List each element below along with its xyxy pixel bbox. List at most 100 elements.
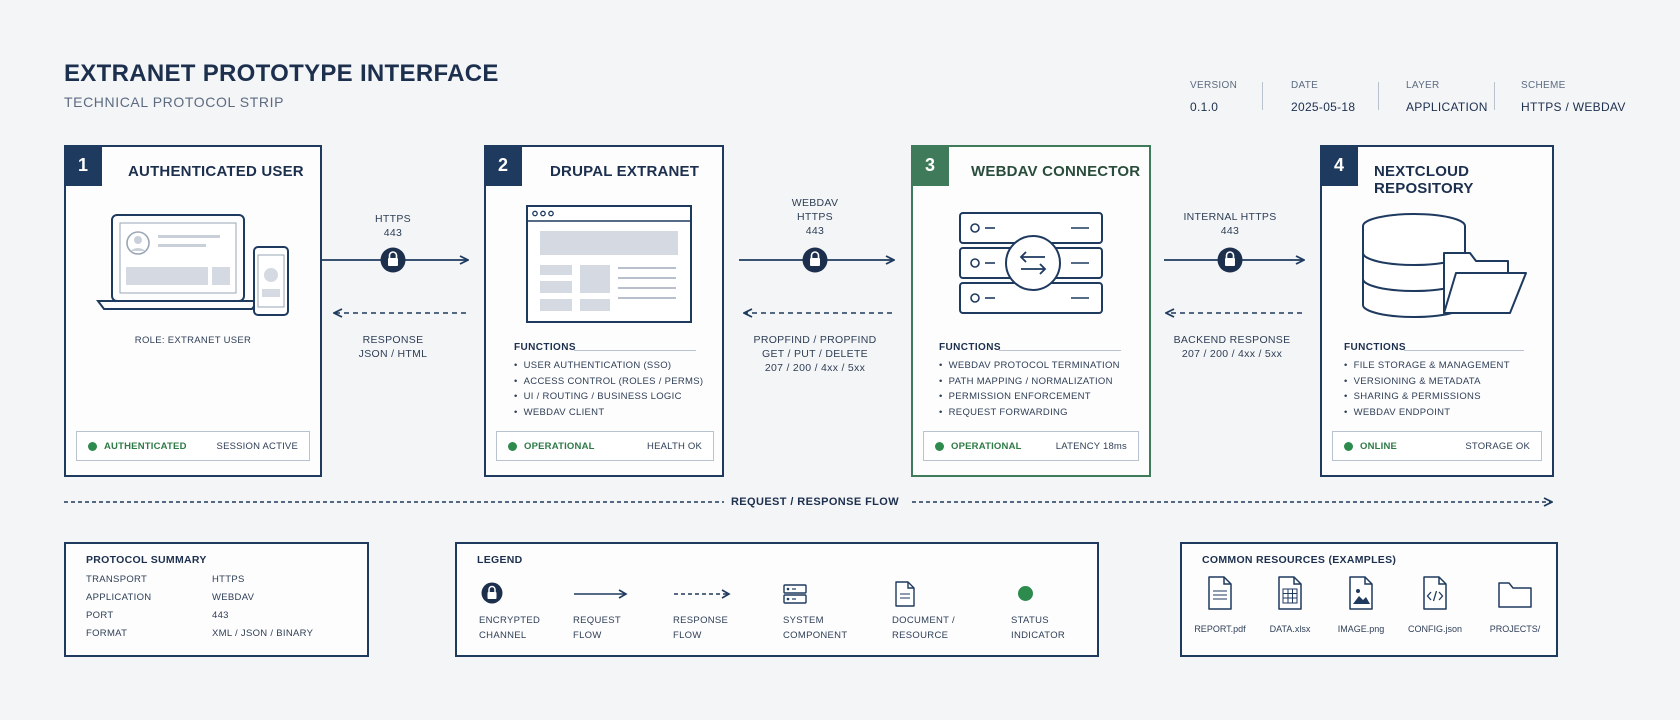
resource-label: REPORT.pdf (1194, 624, 1246, 634)
functions-list: FILE STORAGE & MANAGEMENT VERSIONING & M… (1344, 358, 1510, 420)
flow-label: REQUEST / RESPONSE FLOW (730, 496, 900, 508)
common-resources-panel: COMMON RESOURCES (EXAMPLES) REPORT.pdf D… (1180, 542, 1558, 657)
meta-divider (1378, 82, 1379, 110)
meta-version: VERSION 0.1.0 (1190, 80, 1238, 114)
panel-heading: PROTOCOL SUMMARY (86, 554, 207, 566)
card-authenticated-user: 1 AUTHENTICATED USER ROLE: EXTRANET USER… (64, 145, 322, 477)
card-title: DRUPAL EXTRANET (550, 163, 700, 180)
protocol-summary-panel: PROTOCOL SUMMARY TRANSPORT HTTPS APPLICA… (64, 542, 369, 657)
pdf-file-icon (1208, 576, 1232, 610)
connector-2-response-label: PROPFIND / PROPFIND GET / PUT / DELETE 2… (753, 334, 877, 374)
status-badge: AUTHENTICATED SESSION ACTIVE (76, 431, 310, 461)
list-item: FILE STORAGE & MANAGEMENT (1344, 358, 1510, 374)
browser-window-icon (526, 205, 692, 323)
card-nextcloud-repository: 4 NEXTCLOUD REPOSITORY FUNCTIONS FILE ST… (1320, 145, 1554, 477)
status-badge: OPERATIONAL HEALTH OK (496, 431, 714, 461)
summary-key: TRANSPORT (86, 574, 148, 585)
list-item: PERMISSION ENFORCEMENT (939, 389, 1120, 405)
functions-list: USER AUTHENTICATION (SSO) ACCESS CONTROL… (514, 358, 703, 420)
list-item: WEBDAV CLIENT (514, 405, 703, 421)
summary-value: XML / JSON / BINARY (212, 628, 314, 639)
card-title: NEXTCLOUD REPOSITORY (1374, 163, 1474, 197)
connector-3-request-label: INTERNAL HTTPS 443 (1183, 211, 1277, 237)
lock-icon (380, 247, 406, 273)
solid-arrow-icon (574, 589, 628, 599)
meta-divider (1262, 82, 1263, 110)
divider (574, 350, 696, 351)
connector-1-response-label: RESPONSE JSON / HTML (358, 334, 428, 360)
meta-layer: LAYER APPLICATION (1406, 80, 1488, 114)
list-item: ACCESS CONTROL (ROLES / PERMS) (514, 374, 703, 390)
card-drupal-extranet: 2 DRUPAL EXTRANET FUNCTIONS USER AUTHENT… (484, 145, 724, 477)
lock-icon (1217, 247, 1243, 273)
summary-key: FORMAT (86, 628, 128, 639)
database-folder-icon (1362, 213, 1527, 318)
status-dot-icon (935, 441, 944, 451)
card-webdav-connector: 3 WEBDAV CONNECTOR FUNCTIONS WEBDAV PROT… (911, 145, 1151, 477)
connector-1-request-label: HTTPS 443 (375, 213, 411, 239)
meta-divider (1494, 82, 1495, 110)
legend-label-document-resource: DOCUMENT /RESOURCE (892, 615, 955, 641)
resource-label: PROJECTS/ (1489, 624, 1541, 634)
lock-icon (481, 582, 503, 604)
functions-heading: FUNCTIONS (514, 342, 576, 353)
list-item: USER AUTHENTICATION (SSO) (514, 358, 703, 374)
summary-key: PORT (86, 610, 114, 621)
status-dot-icon (1344, 441, 1353, 451)
summary-value: HTTPS (212, 574, 245, 585)
server-icon (783, 584, 807, 604)
panel-heading: COMMON RESOURCES (EXAMPLES) (1202, 554, 1397, 566)
meta-scheme: SCHEME HTTPS / WEBDAV (1521, 80, 1626, 114)
page-subtitle: TECHNICAL PROTOCOL STRIP (64, 94, 285, 110)
connector-2-request-label: WEBDAV HTTPS 443 (791, 197, 839, 237)
list-item: UI / ROUTING / BUSINESS LOGIC (514, 389, 703, 405)
resource-label: DATA.xlsx (1269, 624, 1311, 634)
connector-3-response-label: BACKEND RESPONSE 207 / 200 / 4xx / 5xx (1173, 334, 1291, 360)
divider (1404, 350, 1524, 351)
status-dot-icon (508, 441, 517, 451)
status-dot-icon (88, 441, 97, 451)
functions-list: WEBDAV PROTOCOL TERMINATION PATH MAPPING… (939, 358, 1120, 420)
card-number-badge: 4 (1320, 145, 1358, 186)
code-file-icon (1423, 576, 1447, 610)
list-item: REQUEST FORWARDING (939, 405, 1120, 421)
card-title: AUTHENTICATED USER (128, 163, 304, 180)
list-item: WEBDAV ENDPOINT (1344, 405, 1510, 421)
document-icon (895, 581, 915, 607)
folder-icon (1498, 582, 1532, 608)
lock-icon (802, 247, 828, 273)
status-dot-icon (1018, 586, 1033, 601)
list-item: VERSIONING & METADATA (1344, 374, 1510, 390)
list-item: PATH MAPPING / NORMALIZATION (939, 374, 1120, 390)
image-file-icon (1349, 576, 1373, 610)
divider (999, 350, 1121, 351)
summary-value: 443 (212, 610, 229, 621)
page-title: EXTRANET PROTOTYPE INTERFACE (64, 60, 499, 87)
status-badge: ONLINE STORAGE OK (1332, 431, 1542, 461)
panel-heading: LEGEND (477, 554, 523, 566)
user-role: ROLE: EXTRANET USER (134, 335, 252, 346)
list-item: SHARING & PERMISSIONS (1344, 389, 1510, 405)
spreadsheet-file-icon (1278, 576, 1302, 610)
list-item: WEBDAV PROTOCOL TERMINATION (939, 358, 1120, 374)
meta-date: DATE 2025-05-18 (1291, 80, 1356, 114)
resource-label: CONFIG.json (1407, 624, 1462, 634)
status-badge: OPERATIONAL LATENCY 18ms (923, 431, 1139, 461)
laptop-phone-icon (96, 214, 289, 316)
card-number-badge: 2 (484, 145, 522, 186)
summary-key: APPLICATION (86, 592, 152, 603)
resource-label: IMAGE.png (1337, 624, 1385, 634)
functions-heading: FUNCTIONS (1344, 342, 1406, 353)
functions-heading: FUNCTIONS (939, 342, 1001, 353)
card-number-badge: 1 (64, 145, 102, 186)
card-number-badge: 3 (911, 145, 949, 186)
card-title: WEBDAV CONNECTOR (971, 163, 1141, 180)
server-sync-icon (959, 212, 1103, 314)
